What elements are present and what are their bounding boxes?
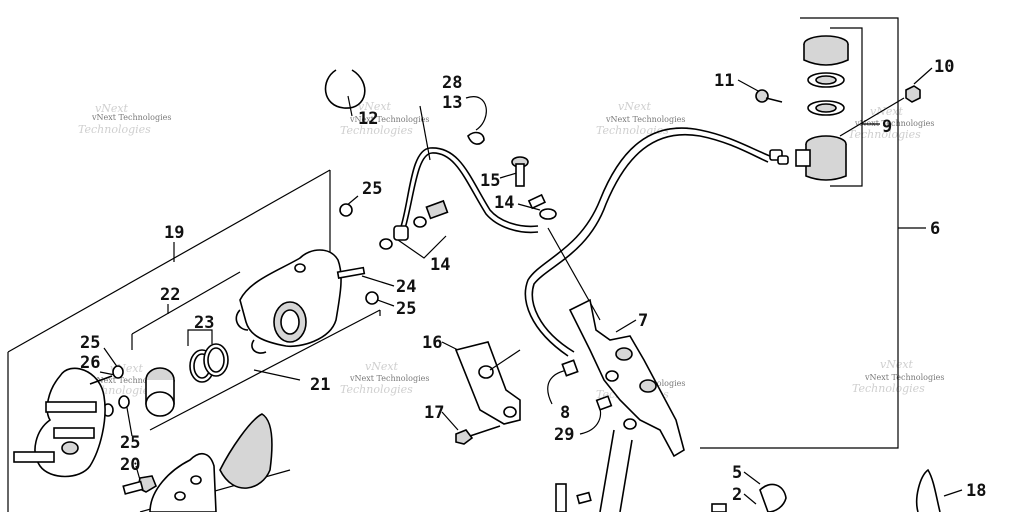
label-5: 5	[732, 463, 742, 483]
label-15: 15	[480, 171, 500, 191]
banjo-fittings	[379, 131, 557, 250]
watermark-text: vNext Technologies	[605, 115, 685, 124]
label-12: 12	[358, 109, 378, 129]
master-cylinder-group	[755, 35, 921, 181]
brake-pads	[149, 413, 273, 512]
bolt-17	[455, 425, 501, 445]
label-24: 24	[396, 277, 416, 297]
svg-text:vNext: vNext	[358, 100, 392, 113]
svg-text:vNext: vNext	[880, 358, 914, 371]
piston-seals	[189, 343, 229, 383]
watermark-text: vNext Technologies	[864, 373, 944, 382]
label-8: 8	[560, 403, 570, 423]
label-2: 2	[732, 485, 742, 505]
label-20: 20	[120, 455, 140, 475]
label-6: 6	[930, 219, 940, 239]
group-brackets	[7, 17, 963, 512]
watermark-text: vNext Technologies	[349, 374, 429, 383]
label-14: 14	[494, 193, 514, 213]
label-18: 18	[966, 481, 986, 501]
label-19: 19	[164, 223, 184, 243]
label-25: 25	[120, 433, 140, 453]
svg-text:Technologies: Technologies	[340, 383, 413, 396]
label-21: 21	[310, 375, 330, 395]
label-13: 13	[442, 93, 462, 113]
label-25: 25	[80, 333, 100, 353]
label-26: 26	[80, 353, 100, 373]
label-17: 17	[424, 403, 444, 423]
label-25: 25	[362, 179, 382, 199]
piston	[145, 367, 175, 417]
label-16: 16	[422, 333, 442, 353]
lower-parts	[555, 468, 941, 512]
label-22: 22	[160, 285, 180, 305]
watermark-text: vNext Technologies	[91, 113, 171, 122]
svg-text:Technologies: Technologies	[852, 382, 925, 395]
nut-10	[905, 85, 921, 103]
label-29: 29	[554, 425, 574, 445]
label-28: 28	[442, 73, 462, 93]
label-9: 9	[882, 117, 892, 137]
svg-text:vNext: vNext	[870, 105, 904, 118]
watermark-text: vNext Technologies	[91, 376, 171, 385]
diaphragm	[807, 72, 845, 88]
label-10: 10	[934, 57, 954, 77]
bolt-20	[122, 475, 157, 495]
reservoir-cap	[803, 35, 849, 66]
svg-text:Technologies: Technologies	[596, 124, 669, 137]
watermark-text: vNext Technologies	[854, 119, 934, 128]
rear-master-cylinder	[561, 298, 685, 512]
caliper-bracket	[13, 367, 106, 478]
watermark-text: vNext Technologies	[349, 115, 429, 124]
svg-text:Technologies: Technologies	[340, 124, 413, 137]
svg-text:Technologies: Technologies	[848, 128, 921, 141]
diaphragm-plate	[807, 100, 845, 116]
label-11: 11	[714, 71, 734, 91]
screw-11	[755, 89, 783, 103]
washers	[102, 203, 379, 417]
svg-text:vNext: vNext	[95, 102, 129, 115]
svg-text:vNext: vNext	[618, 100, 652, 113]
fitting-clamp	[769, 149, 789, 165]
svg-text:vNext: vNext	[365, 360, 399, 373]
svg-text:Technologies: Technologies	[78, 123, 151, 136]
master-cylinder-body	[795, 135, 847, 181]
label-23: 23	[194, 313, 214, 333]
label-7: 7	[638, 311, 648, 331]
mounting-bracket	[454, 341, 521, 425]
label-14: 14	[430, 255, 450, 275]
snap-ring	[324, 69, 366, 109]
callout-labels: 28 13 12 11 10 9 6 25 15 14 19 14 24 25 …	[80, 57, 986, 505]
pin-26	[89, 375, 113, 385]
caliper-body	[235, 249, 366, 354]
label-25: 25	[396, 299, 416, 319]
